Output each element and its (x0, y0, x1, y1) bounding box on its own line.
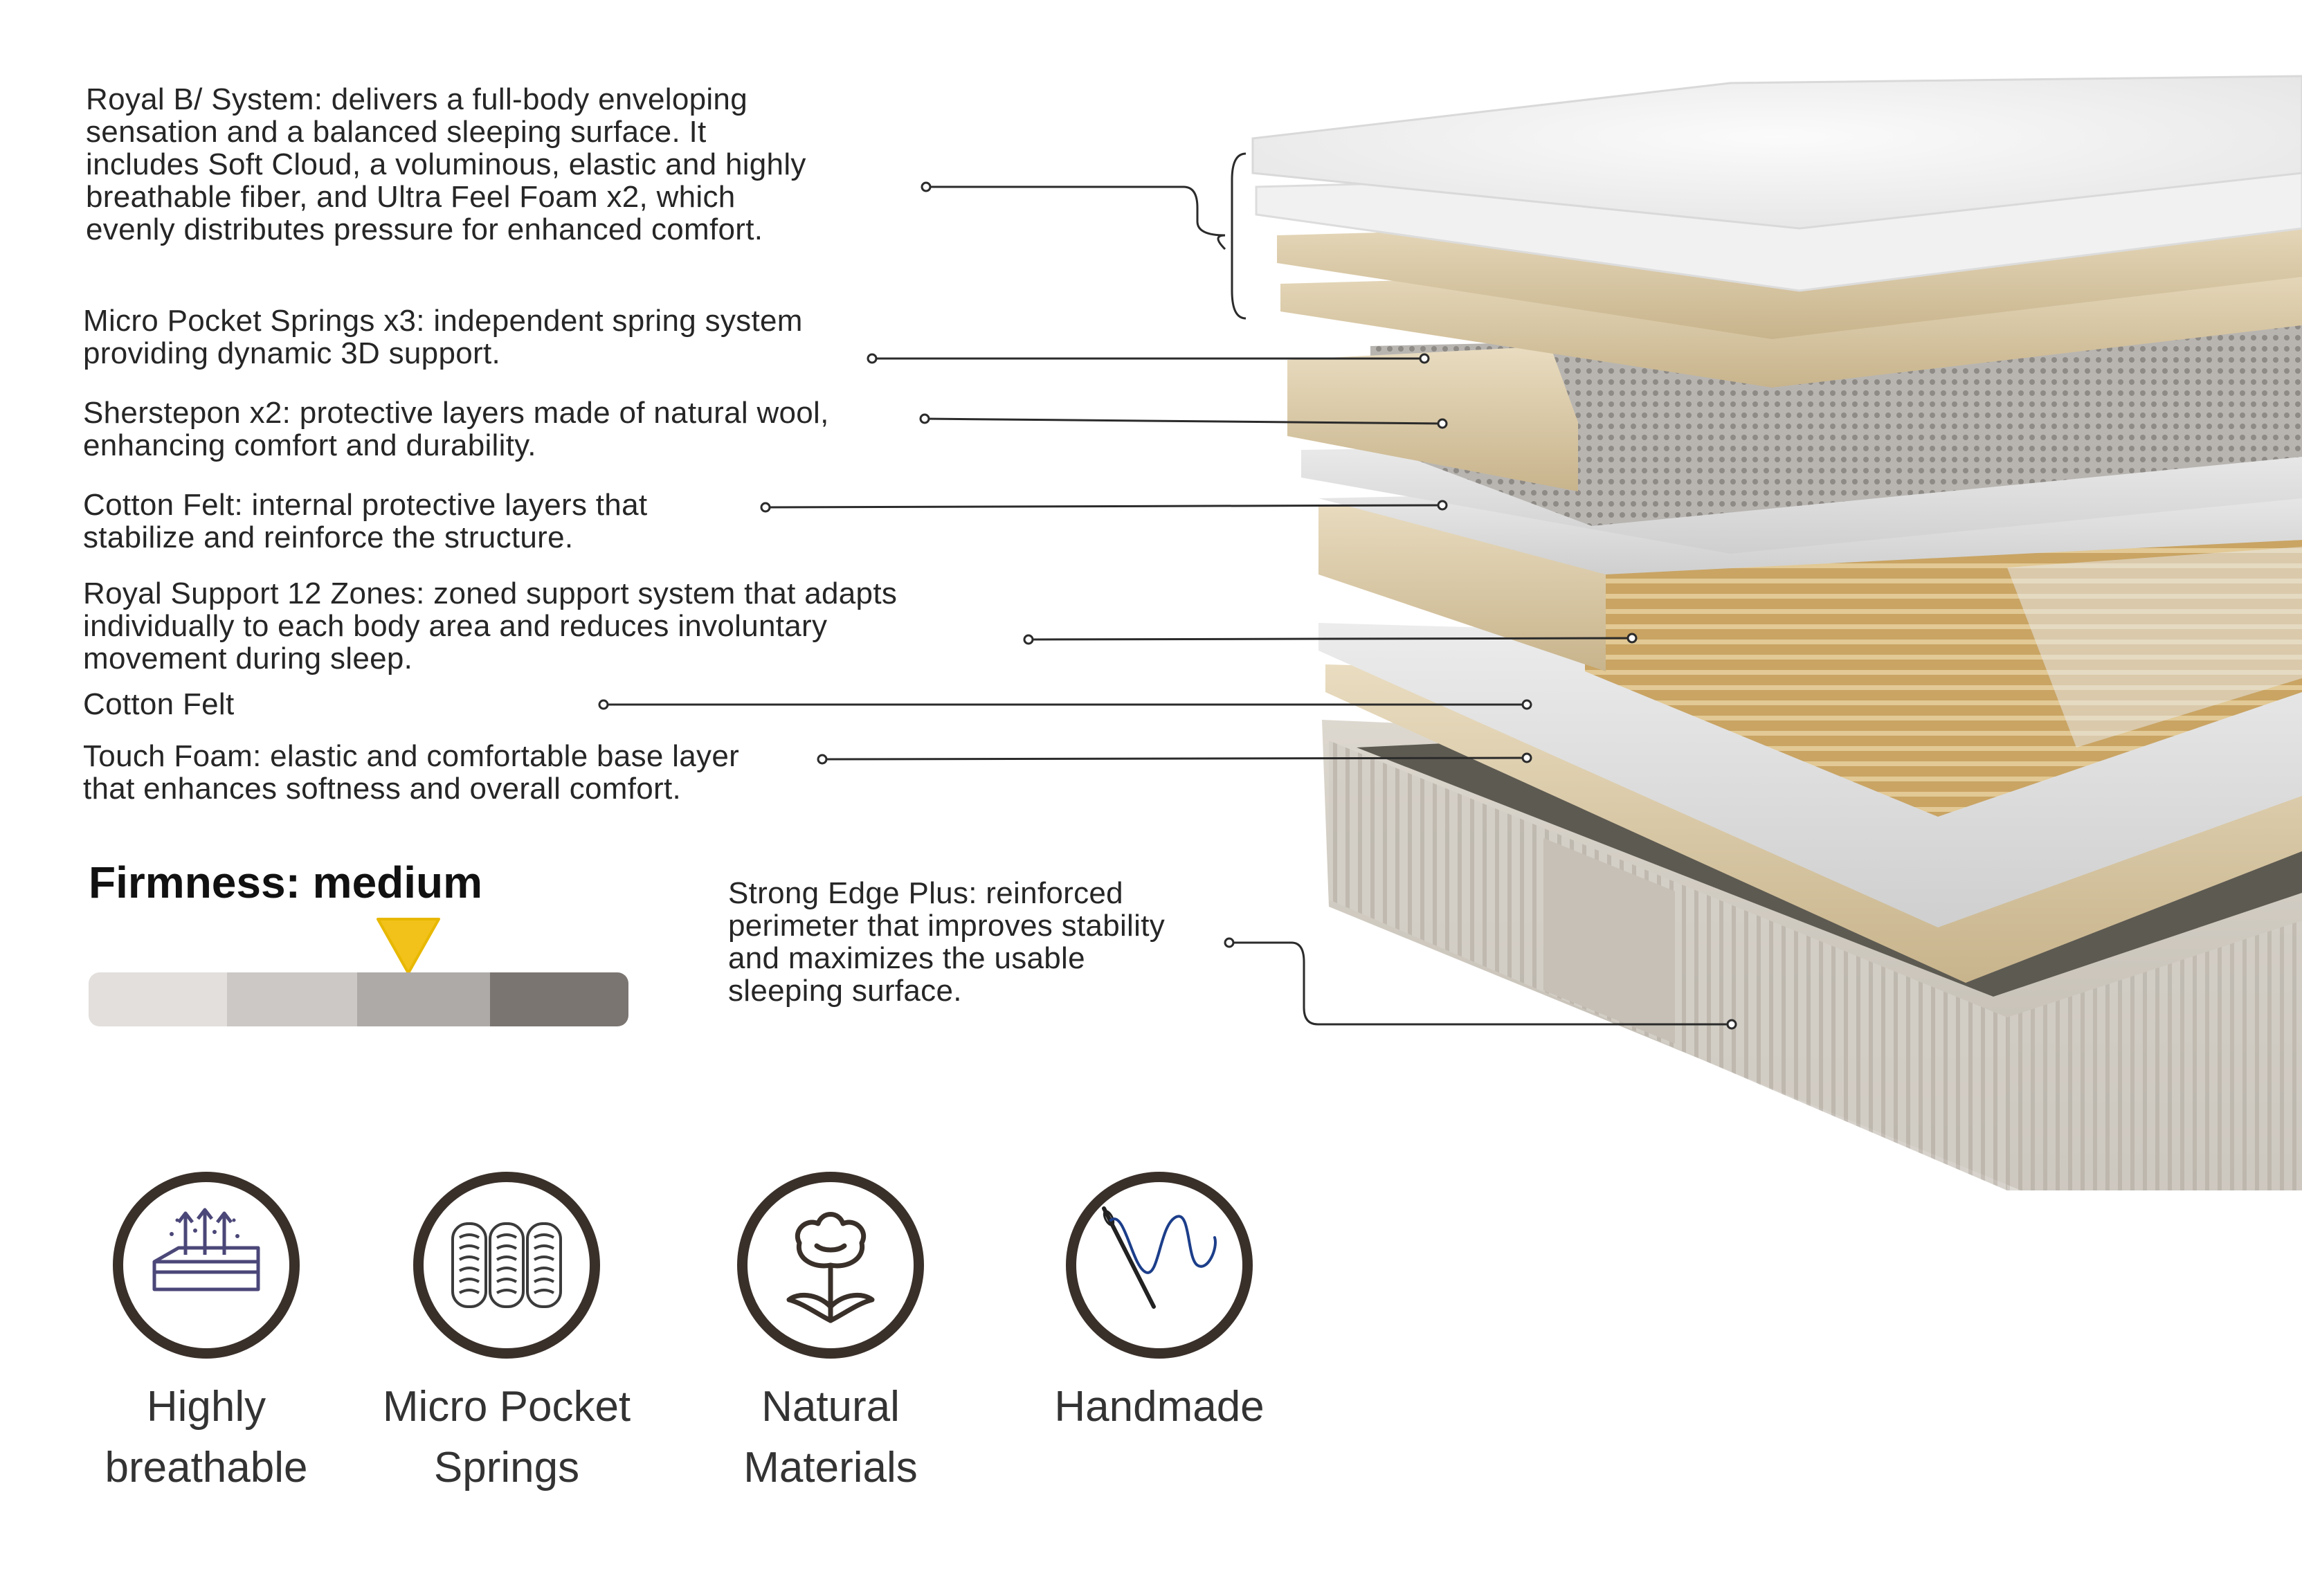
firmness-segment-medium (357, 972, 490, 1026)
callout-micro-pocket-springs: Micro Pocket Springs x3: independent spr… (83, 304, 803, 370)
feature-label: Natural Materials (743, 1383, 918, 1491)
firmness-scale (89, 972, 628, 1026)
breathable-mattress-icon (152, 1208, 260, 1291)
firmness-marker-icon (377, 918, 440, 974)
feature-natural-materials: Natural Materials (685, 1172, 976, 1498)
firmness-segment-firm (490, 972, 628, 1026)
callout-cotton-felt-internal: Cotton Felt: internal protective layers … (83, 488, 648, 554)
feature-label: Handmade (1054, 1383, 1265, 1431)
callout-cotton-felt: Cotton Felt (83, 687, 235, 721)
firmness-segment-medium-soft (227, 972, 357, 1026)
pocket-springs-icon (451, 1222, 562, 1308)
callout-touch-foam: Touch Foam: elastic and comfortable base… (83, 739, 740, 806)
cotton-flower-icon (786, 1212, 875, 1323)
feature-label: Highly breathable (105, 1383, 308, 1491)
needle-thread-icon (1102, 1206, 1217, 1309)
feature-label: Micro Pocket Springs (382, 1383, 631, 1491)
feature-ring (737, 1172, 924, 1359)
feature-handmade: Handmade (1014, 1172, 1305, 1438)
callout-royal-b-system: Royal B/ System: delivers a full-body en… (86, 82, 806, 246)
firmness-title: Firmness: medium (89, 858, 483, 907)
firmness-segment-soft (89, 972, 227, 1026)
callout-sherstepon: Sherstepon x2: protective layers made of… (83, 396, 829, 462)
feature-ring (1066, 1172, 1253, 1359)
feature-breathable: Highly breathable (61, 1172, 352, 1498)
feature-pocket-springs: Micro Pocket Springs (361, 1172, 652, 1498)
callout-strong-edge-plus: Strong Edge Plus: reinforced perimeter t… (728, 876, 1166, 1008)
feature-ring (413, 1172, 600, 1359)
feature-ring (113, 1172, 300, 1359)
callout-royal-support-zones: Royal Support 12 Zones: zoned support sy… (83, 577, 898, 675)
